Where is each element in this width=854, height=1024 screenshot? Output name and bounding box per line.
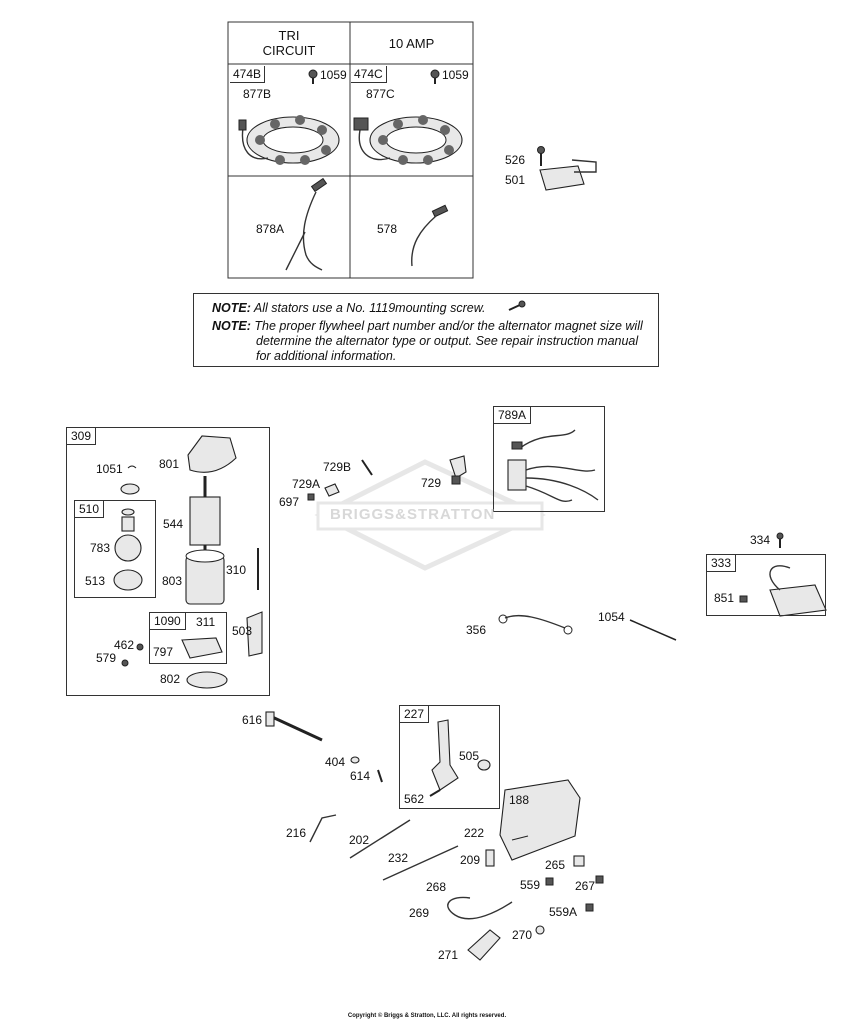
label-616: 616 [242,713,263,727]
copyright-footer: Copyright © Briggs & Stratton, LLC. All … [347,1013,507,1019]
label-513: 513 [85,574,106,588]
screw-1059-icon [308,69,440,84]
label-1059-tri: 1059 [320,68,347,82]
note-text-1: All stators use a No. 1119mounting screw… [253,301,486,315]
label-729b: 729B [323,460,352,474]
label-311: 311 [196,615,216,629]
box-474c: 474C [351,66,387,83]
label-310: 310 [226,563,247,577]
wire-578-icon [411,204,449,267]
stator-header-tri-circuit-text: TRI CIRCUIT [262,28,316,58]
label-268: 268 [426,880,447,894]
label-614: 614 [350,769,371,783]
label-356: 356 [466,623,487,637]
label-209: 209 [460,853,481,867]
mounting-screw-1119-icon [508,300,526,311]
label-188: 188 [509,793,530,807]
stator-877b-icon [238,115,340,165]
regulator-501-icon [537,146,597,191]
note-text-2c: for additional information. [256,349,397,363]
stator-header-tri-circuit: TRI CIRCUIT [228,28,350,58]
box-474b: 474B [230,66,266,83]
box-510: 510 [75,501,105,518]
label-697: 697 [279,495,300,509]
note-label-2: NOTE: [212,319,251,333]
label-1059-amp: 1059 [442,68,469,82]
stator-table-grid [227,21,474,279]
label-729a: 729A [292,477,321,491]
middle-small-parts-icons [307,455,467,501]
label-265: 265 [545,858,566,872]
label-503: 503 [232,624,253,638]
harness-group-box: 789A [493,406,605,512]
label-877c: 877C [366,87,395,101]
watermark-text: BRIGGS&STRATTON [330,506,496,523]
label-334: 334 [750,533,771,547]
label-544: 544 [163,517,184,531]
label-1054: 1054 [598,610,625,624]
label-404: 404 [325,755,346,769]
watermark-logo [314,459,546,571]
box-309: 309 [67,428,97,445]
label-505: 505 [459,749,480,763]
ground-wire-356-icon [498,614,573,635]
note-line-1: NOTE: All stators use a No. 1119mounting… [212,301,486,316]
label-559a: 559A [549,905,578,919]
starter-parts-icons [113,435,263,689]
label-232: 232 [388,851,409,865]
label-877b: 877B [243,87,272,101]
box-333: 333 [707,555,737,572]
stator-877c-icon [353,115,463,165]
label-526: 526 [505,153,526,167]
note-text-2a: The proper flywheel part number and/or t… [254,319,643,333]
note-label-1: NOTE: [212,301,251,315]
note-line-2: NOTE: The proper flywheel part number an… [212,319,643,334]
label-783: 783 [90,541,111,555]
governor-lever-group-box: 227 [399,705,500,809]
label-222: 222 [464,826,485,840]
note-box: NOTE: All stators use a No. 1119mounting… [193,293,659,367]
starter-group-box: 309 [66,427,270,696]
label-578: 578 [377,222,398,236]
label-729: 729 [421,476,442,490]
ignition-coil-333-icon [739,532,827,617]
governor-parts-icons [265,711,604,961]
label-501: 501 [505,173,526,187]
ignition-group-box: 333 [706,554,826,616]
brush-group-box: 1090 [149,612,227,664]
drive-group-box: 510 [74,500,156,598]
label-802: 802 [160,672,181,686]
label-803: 803 [162,574,183,588]
cable-tie-1054-icon [629,619,677,641]
label-269: 269 [409,906,430,920]
label-851: 851 [714,591,735,605]
label-270: 270 [512,928,533,942]
label-1051: 1051 [96,462,123,476]
label-878a: 878A [256,222,285,236]
label-271: 271 [438,948,459,962]
label-559: 559 [520,878,541,892]
wire-878a-icon [285,177,328,271]
box-789a: 789A [494,407,532,424]
label-202: 202 [349,833,370,847]
harness-789a-icon [507,429,599,502]
box-227: 227 [400,706,430,723]
box-1090: 1090 [150,613,186,630]
label-579: 579 [96,651,117,665]
label-216: 216 [286,826,307,840]
label-462: 462 [114,638,135,652]
label-562: 562 [404,792,425,806]
label-267: 267 [575,879,596,893]
note-text-2b: determine the alternator type or output.… [256,334,639,348]
stator-header-10-amp: 10 AMP [388,36,435,51]
label-797: 797 [153,645,174,659]
label-801: 801 [159,457,180,471]
